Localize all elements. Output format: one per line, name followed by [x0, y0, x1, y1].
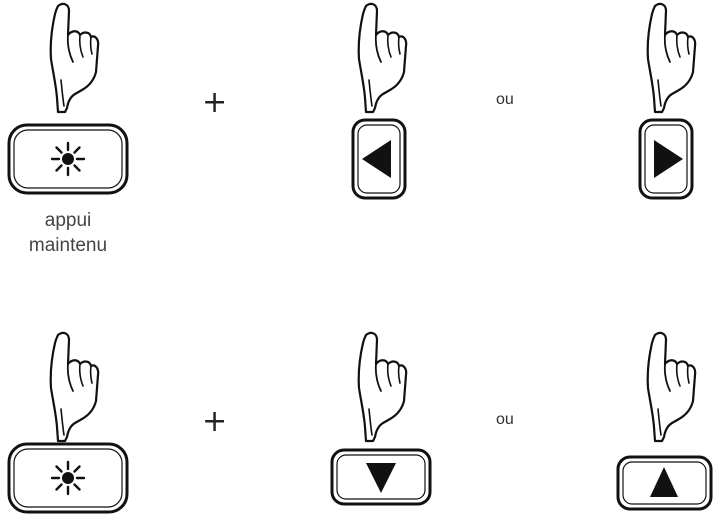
hold-caption-line-1: appui: [44, 210, 92, 231]
light-key-button[interactable]: [7, 123, 129, 195]
pointing-hand-icon: [350, 2, 410, 114]
triangle-left-icon: [362, 140, 391, 178]
plus-operator: +: [202, 85, 228, 120]
left-arrow-key-button[interactable]: [351, 118, 407, 200]
triangle-up-icon: [650, 467, 678, 497]
pointing-hand-icon: [639, 2, 699, 114]
pointing-hand-icon: [42, 2, 102, 114]
pointing-hand-icon: [42, 331, 102, 443]
light-key-button[interactable]: [7, 442, 129, 514]
or-separator: ou: [496, 411, 514, 428]
sun-icon: [50, 141, 86, 177]
pointing-hand-icon: [350, 331, 410, 443]
hold-caption: appui maintenu: [0, 208, 138, 258]
or-separator: ou: [496, 91, 514, 108]
hold-caption-line-2: maintenu: [28, 235, 108, 256]
right-arrow-key-button[interactable]: [638, 118, 694, 200]
plus-operator: +: [202, 404, 228, 439]
down-arrow-key-button[interactable]: [330, 448, 432, 506]
sun-icon: [50, 460, 86, 496]
pointing-hand-icon: [639, 331, 699, 443]
up-arrow-key-button[interactable]: [616, 455, 713, 511]
triangle-down-icon: [366, 463, 396, 493]
triangle-right-icon: [654, 140, 683, 178]
